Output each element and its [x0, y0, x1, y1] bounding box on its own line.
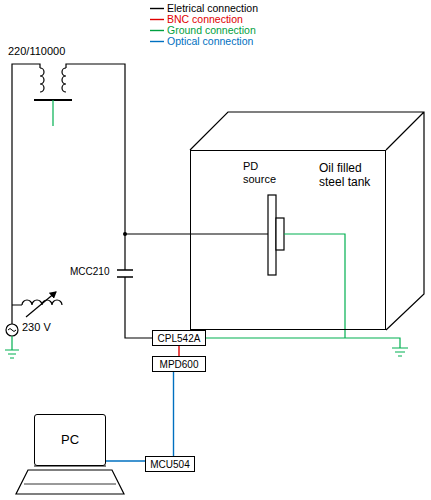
- tank-box: Oil filled steel tank: [190, 150, 386, 330]
- supply-wire: [12, 64, 40, 324]
- ac-symbol: [8, 329, 16, 332]
- legend-line: [150, 30, 164, 31]
- tank-outline: [190, 112, 424, 330]
- laptop-screen: PC: [34, 414, 106, 466]
- legend-text: Ground connection: [167, 25, 256, 36]
- box-label: MCU504: [150, 459, 189, 470]
- connection-line: [173, 372, 174, 456]
- primary-coil: [40, 68, 44, 92]
- voltage-label: 230 V: [22, 321, 51, 334]
- legend-text: Eletrical connection: [167, 3, 258, 14]
- ac-source: [6, 324, 18, 336]
- instrument-box: MPD600: [152, 356, 206, 372]
- ground-wire: [52, 100, 53, 126]
- box-label: MPD600: [160, 359, 199, 370]
- connection-line: [178, 346, 179, 356]
- hv-wire: [66, 64, 268, 338]
- tank-label: Oil filled steel tank: [319, 161, 381, 190]
- instrument-box: MCU504: [145, 456, 195, 472]
- box-label: CPL542A: [158, 333, 201, 344]
- laptop-keyboard: [24, 484, 116, 485]
- capacitor-symbol: [117, 270, 133, 277]
- box-label: PC: [61, 433, 79, 447]
- electrode-plate: [268, 195, 276, 275]
- secondary-coil: [62, 68, 66, 92]
- variac-arrow: [26, 292, 56, 317]
- legend-text: Optical connection: [167, 36, 253, 47]
- instrument-box: CPL542A: [152, 330, 206, 346]
- connection-line: [106, 460, 145, 461]
- part-label: MCC210: [70, 266, 109, 278]
- junction-dot: [123, 232, 127, 236]
- part-label: PD source: [243, 160, 285, 185]
- legend-line: [150, 19, 164, 20]
- legend-text: BNC connection: [167, 14, 243, 25]
- legend-line: [150, 41, 164, 42]
- legend-line: [150, 8, 164, 9]
- voltage-ratio: 220/110000: [8, 45, 65, 58]
- ground-symbol: [5, 336, 19, 358]
- ground-wire: [206, 234, 408, 356]
- laptop-base: [16, 470, 124, 494]
- electrode: [276, 218, 284, 250]
